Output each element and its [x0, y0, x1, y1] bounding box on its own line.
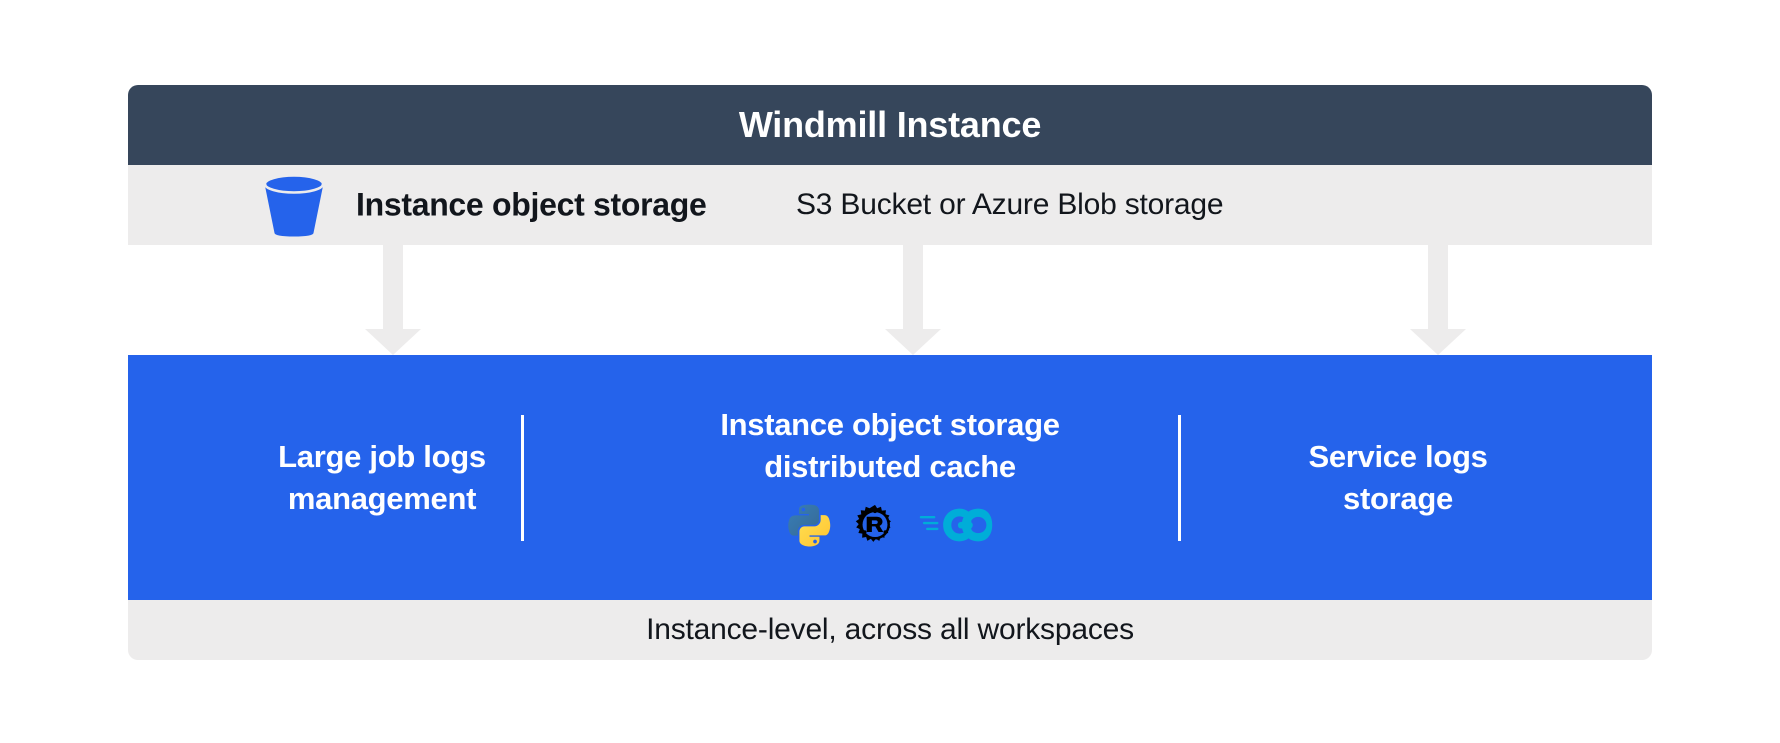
feature-column-service-logs: Service logs storage	[1144, 355, 1652, 600]
instance-header: Windmill Instance	[128, 85, 1652, 165]
feature-title-line-2: distributed cache	[764, 448, 1016, 484]
storage-sublabel: S3 Bucket or Azure Blob storage	[796, 188, 1224, 221]
feature-title: Large job logs management	[278, 436, 486, 518]
feature-title-line-2: management	[287, 480, 477, 516]
feature-title-line-1: Large job logs	[278, 439, 486, 475]
column-divider-1	[521, 414, 524, 541]
connector-arrow-down-3	[1410, 245, 1466, 355]
go-icon	[919, 505, 993, 550]
feature-title: Service logs storage	[1308, 436, 1487, 518]
instance-scope-footer: Instance-level, across all workspaces	[128, 600, 1652, 660]
feature-title-line-2: storage	[1343, 480, 1453, 516]
feature-title-line-1: Instance object storage	[720, 407, 1060, 443]
feature-column-large-job-logs: Large job logs management	[128, 355, 636, 600]
footer-text: Instance-level, across all workspaces	[646, 613, 1134, 646]
storage-label: Instance object storage	[356, 186, 707, 223]
python-icon	[787, 503, 831, 552]
column-divider-2	[1178, 414, 1181, 541]
connector-arrow-down-1	[365, 245, 421, 355]
feature-column-distributed-cache: Instance object storage distributed cach…	[636, 355, 1144, 600]
instance-object-storage-band: Instance object storage S3 Bucket or Azu…	[128, 165, 1652, 245]
connector-zone	[128, 245, 1652, 355]
page-title: Windmill Instance	[738, 104, 1042, 145]
s3-bucket-icon	[261, 173, 327, 237]
connector-arrow-down-2	[885, 245, 941, 355]
feature-title: Instance object storage distributed cach…	[720, 404, 1060, 486]
instance-features-panel: Large job logs management Instance objec…	[128, 355, 1652, 600]
supported-languages-row	[787, 503, 993, 552]
rust-icon	[853, 503, 897, 552]
windmill-instance-card: Windmill Instance Instance object storag…	[128, 85, 1652, 660]
feature-title-line-1: Service logs	[1308, 439, 1488, 475]
